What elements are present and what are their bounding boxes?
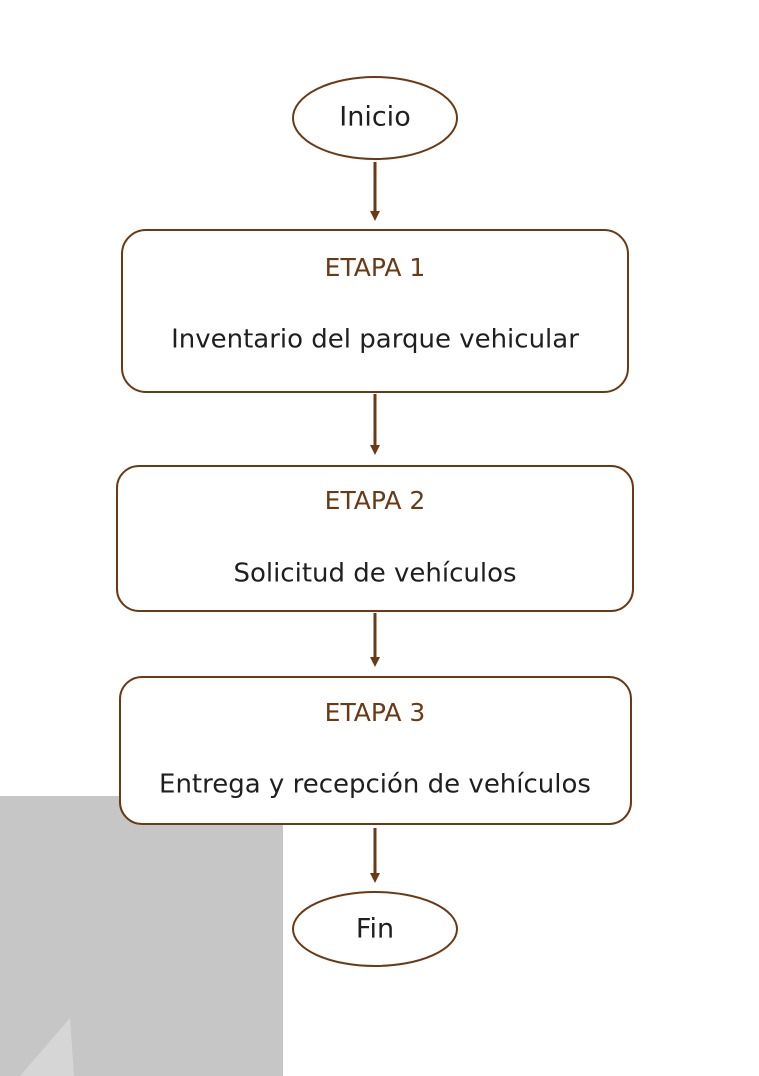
stage-3-rect xyxy=(119,676,632,825)
start-label: Inicio xyxy=(339,102,410,133)
stage-1-box: ETAPA 1 Inventario del parque vehicular xyxy=(121,229,629,393)
stage-1-rect xyxy=(121,229,629,393)
end-ellipse xyxy=(292,891,458,967)
end-label: Fin xyxy=(356,914,394,945)
stage-1-label: ETAPA 1 xyxy=(325,253,426,282)
stage-2-rect xyxy=(116,465,634,612)
background-gray-block xyxy=(0,796,283,1076)
stage-1-description: Inventario del parque vehicular xyxy=(171,325,579,355)
end-node: Fin xyxy=(292,891,458,967)
start-node: Inicio xyxy=(292,76,458,160)
stage-3-description: Entrega y recepción de vehículos xyxy=(159,770,591,800)
stage-2-box: ETAPA 2 Solicitud de vehículos xyxy=(116,465,634,612)
stage-3-label: ETAPA 3 xyxy=(325,698,426,727)
stage-2-description: Solicitud de vehículos xyxy=(233,559,516,589)
start-ellipse xyxy=(292,76,458,160)
background-gray-accent xyxy=(20,1018,74,1076)
stage-3-box: ETAPA 3 Entrega y recepción de vehículos xyxy=(119,676,632,825)
stage-2-label: ETAPA 2 xyxy=(325,486,426,515)
